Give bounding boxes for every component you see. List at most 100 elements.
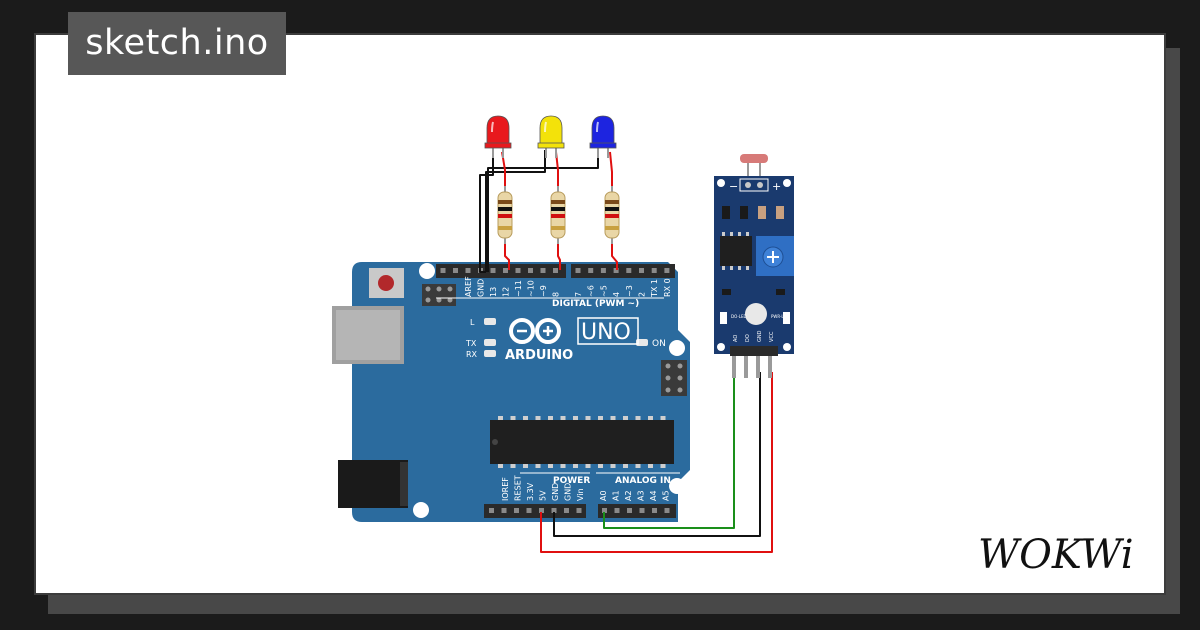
wire-signal	[603, 372, 735, 529]
header-pin[interactable]	[564, 508, 569, 513]
analog-pin-label: A2	[624, 490, 633, 501]
microcontroller-chip	[490, 416, 674, 468]
header-pin[interactable]	[576, 508, 582, 513]
chip-pin	[535, 416, 541, 420]
header-pin[interactable]	[465, 268, 471, 273]
header-pin[interactable]	[664, 268, 670, 273]
red-led[interactable]	[484, 115, 512, 158]
icsp2-header	[661, 360, 687, 396]
chip-pin	[548, 464, 553, 468]
photoresistor	[740, 154, 768, 163]
on-label: ON	[652, 339, 666, 349]
header-pin[interactable]	[526, 508, 532, 513]
digital-pin-label: 2	[638, 292, 647, 297]
header-pin[interactable]	[501, 508, 507, 513]
chip-pin	[535, 464, 541, 468]
wire-resistor-pin	[557, 240, 561, 270]
sensor-pwr-led-label: PWR-LED	[771, 314, 789, 319]
wires[interactable]	[479, 150, 773, 553]
chip-pin	[573, 464, 578, 468]
header-pin[interactable]	[651, 268, 657, 273]
chip-pin	[498, 464, 503, 468]
header-pin[interactable]	[600, 268, 606, 273]
header-pin[interactable]	[614, 508, 620, 513]
power-pin-label: 3.3V	[526, 482, 535, 501]
header-pin[interactable]	[613, 268, 619, 273]
chip-pin	[523, 416, 528, 420]
header-pin[interactable]	[575, 268, 581, 273]
digital-pin-label: ~9	[539, 285, 548, 297]
header-pin[interactable]	[528, 268, 533, 273]
header-pin[interactable]	[639, 508, 645, 513]
chip-pin	[660, 416, 666, 420]
chip-pin	[510, 464, 516, 468]
chip-pin	[648, 416, 653, 420]
chip-pin	[573, 416, 578, 420]
sensor-pin-label: AO	[733, 335, 739, 342]
header-pin[interactable]	[539, 508, 544, 513]
header-pin[interactable]	[503, 268, 508, 273]
mount-hole	[669, 478, 685, 494]
wire-resistor-pin	[611, 240, 618, 270]
chip-pin	[548, 416, 553, 420]
sensor-pin-label: DO	[745, 334, 751, 342]
header-pin[interactable]	[489, 508, 494, 513]
header-pin[interactable]	[553, 268, 558, 273]
wire-led-ground	[479, 150, 494, 273]
sketch-file-tab[interactable]: sketch.ino	[68, 12, 286, 75]
resistor[interactable]	[497, 186, 513, 244]
digital-pin-label: RX 0	[663, 278, 672, 297]
header-pin[interactable]	[440, 268, 446, 273]
onboard-leds	[484, 318, 648, 357]
digital-pin-label: AREF	[464, 276, 473, 297]
header-pin[interactable]	[453, 268, 458, 273]
header-pin[interactable]	[626, 268, 632, 273]
analog-header[interactable]	[598, 504, 676, 518]
analog-label: ANALOG IN	[615, 476, 671, 486]
resistor[interactable]	[604, 186, 620, 244]
resistor[interactable]	[550, 186, 566, 244]
header-pin[interactable]	[652, 508, 657, 513]
analog-pin-label: A4	[649, 490, 658, 501]
power-pin-label: 5V	[539, 490, 548, 501]
comparator-chip	[720, 236, 752, 266]
chip-pin	[635, 416, 641, 420]
header-pin[interactable]	[515, 268, 521, 273]
header-pin[interactable]	[602, 508, 607, 513]
header-pin[interactable]	[627, 508, 632, 513]
header-pin[interactable]	[540, 268, 546, 273]
wire-led-ground	[487, 150, 599, 272]
chip-pin	[598, 416, 603, 420]
digital-pin-label: 8	[552, 292, 561, 297]
analog-pin-label: A1	[612, 490, 621, 501]
sensor-indicator-led	[745, 303, 767, 325]
header-pin[interactable]	[664, 508, 670, 513]
power-pin-label: GND	[551, 483, 560, 501]
power-header[interactable]	[484, 504, 586, 518]
header-pin[interactable]	[551, 508, 557, 513]
wire-led-ground	[485, 150, 546, 272]
icsp-header	[422, 284, 456, 306]
yellow-led[interactable]	[537, 115, 565, 158]
sensor-plus-label: +	[772, 180, 781, 193]
power-pin-label: GND	[564, 483, 573, 501]
header-pin[interactable]	[639, 268, 644, 273]
blue-led[interactable]	[589, 115, 617, 158]
header-pin[interactable]	[588, 268, 594, 273]
led-rx-label: RX	[466, 350, 478, 359]
wokwi-logo: WOKWi	[978, 532, 1134, 578]
arduino-logo-icon	[509, 318, 561, 344]
wire-resistor-pin	[504, 240, 510, 270]
chip-pin	[610, 416, 616, 420]
chip-pin	[510, 416, 516, 420]
header-pin[interactable]	[514, 508, 519, 513]
digital-header[interactable]	[436, 264, 675, 278]
chip-pin	[623, 464, 628, 468]
mount-hole	[419, 263, 435, 279]
chip-pin	[585, 464, 591, 468]
chip-pin	[660, 464, 666, 468]
header-pin[interactable]	[490, 268, 496, 273]
